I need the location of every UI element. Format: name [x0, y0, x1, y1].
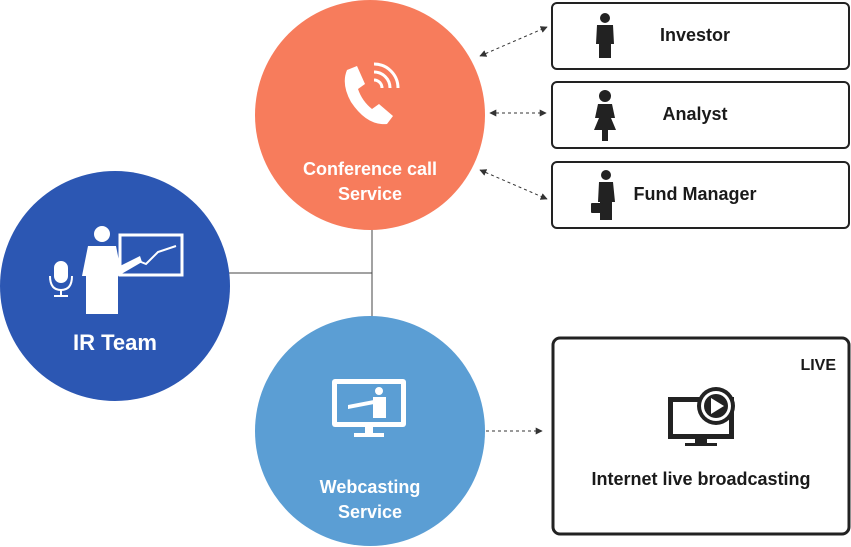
businessman-briefcase-icon: [591, 170, 615, 220]
conference-label-line2: Service: [337, 184, 403, 204]
broadcast-label: Internet live broadcasting: [591, 469, 811, 489]
tv-play-icon: [668, 387, 735, 446]
arrow-investor: [479, 26, 548, 57]
investor-box: [551, 2, 850, 70]
conference-label-line1: Conference call: [302, 159, 438, 179]
webcasting-label-line1: Webcasting: [319, 477, 421, 497]
phone-ringing-icon: [344, 62, 400, 125]
connector-lines: [228, 228, 373, 318]
monitor-presenter-icon: [332, 379, 406, 437]
man-icon: [596, 13, 614, 58]
analyst-box: [551, 81, 850, 149]
participant-label-investor: Investor: [659, 25, 731, 45]
woman-icon: [594, 90, 616, 141]
live-badge: LIVE: [800, 357, 836, 374]
participant-label-analyst: Analyst: [662, 104, 728, 124]
dotted-arrows: [479, 26, 548, 435]
arrow-fund-manager: [479, 169, 548, 200]
ir-team-label: IR Team: [73, 330, 157, 355]
fund-manager-box: [551, 161, 850, 229]
presenter-with-chart-icon: [49, 226, 184, 314]
webcasting-label-line2: Service: [337, 502, 403, 522]
participant-label-fund-manager: Fund Manager: [633, 184, 757, 204]
